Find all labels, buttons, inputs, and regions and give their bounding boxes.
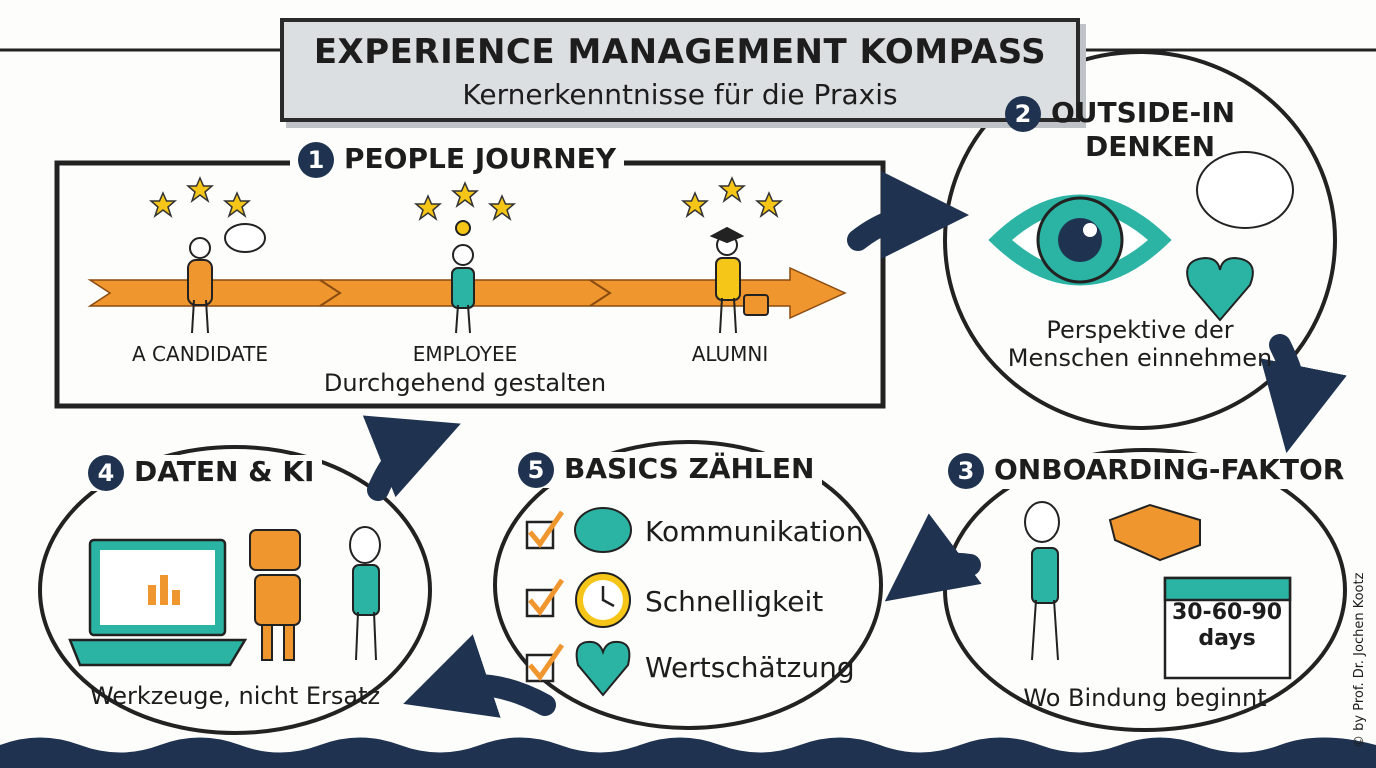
- basics-item-kommunikation: Kommunikation: [645, 515, 864, 548]
- section-number: 2: [1005, 96, 1041, 132]
- candidate-figure: [187, 223, 266, 334]
- onboarding-figure: [1024, 501, 1060, 661]
- basics-item-schnelligkeit: Schnelligkeit: [645, 585, 824, 618]
- laptop-icon: [68, 538, 248, 667]
- section-number: 3: [948, 453, 984, 489]
- outside-in-caption-1: Perspektive der: [1046, 316, 1234, 344]
- arrow-2-to-3: [1260, 334, 1347, 454]
- arrow-4-to-1: [362, 415, 461, 501]
- handshake-icon: [1108, 503, 1201, 562]
- basics-circle: [493, 440, 883, 730]
- section-title: ONBOARDING-FAKTOR: [994, 453, 1345, 486]
- people-journey-caption: Durchgehend gestalten: [323, 369, 607, 397]
- calendar-line2: days: [1198, 626, 1256, 651]
- calendar-icon: [1163, 576, 1292, 680]
- employee-figure: [451, 220, 475, 334]
- people-journey-heading: 1 PEOPLE JOURNEY: [290, 142, 625, 178]
- arrow-1-to-2: [847, 171, 969, 260]
- page-title: EXPERIENCE MANAGEMENT KOMPASS: [313, 32, 1047, 72]
- section-title: BASICS ZÄHLEN: [564, 452, 815, 485]
- arrow-3-to-5: [884, 513, 982, 602]
- outside-in-caption-2: Menschen einnehmen: [1007, 344, 1273, 372]
- section-number: 4: [88, 455, 124, 491]
- thought-bubble-icon: [1196, 151, 1294, 229]
- star-icons: [148, 176, 784, 222]
- checkbox-icons: [525, 510, 565, 683]
- stage-candidate: A CANDIDATE: [132, 342, 268, 366]
- alumni-figure: [709, 226, 769, 334]
- onboarding-heading: 3 ONBOARDING-FAKTOR: [940, 453, 1353, 489]
- daten-ki-circle: [38, 445, 432, 735]
- onboarding-caption: Wo Bindung beginnt: [1023, 684, 1267, 712]
- section-number: 5: [518, 452, 554, 488]
- section-number: 1: [298, 142, 334, 178]
- daten-ki-heading: 4 DATEN & KI: [80, 455, 323, 491]
- page-subtitle: Kernerkenntnisse für die Praxis: [462, 78, 898, 111]
- copyright: © by Prof. Dr. Jochen Kootz: [1352, 572, 1367, 748]
- chat-bubble-icon: [574, 507, 632, 553]
- stage-employee: EMPLOYEE: [412, 342, 518, 366]
- heart-icon: [1186, 256, 1254, 322]
- basics-heading: 5 BASICS ZÄHLEN: [510, 452, 823, 488]
- section-title: PEOPLE JOURNEY: [344, 142, 617, 175]
- robot-icon: [249, 529, 301, 661]
- wave-footer: [0, 737, 1376, 768]
- daten-ki-caption: Werkzeuge, nicht Ersatz: [89, 682, 381, 710]
- title-box: EXPERIENCE MANAGEMENT KOMPASS Kernerkenn…: [280, 18, 1080, 122]
- clock-icon: [575, 572, 631, 628]
- arrow-5-to-4: [403, 634, 556, 718]
- basics-item-wertschaetzung: Wertschätzung: [645, 651, 855, 684]
- stage-alumni: ALUMNI: [691, 342, 769, 366]
- outside-in-heading-line2: DENKEN: [1085, 130, 1216, 163]
- eye-icon: [988, 194, 1172, 286]
- person-figure: [349, 526, 381, 661]
- section-title: DATEN & KI: [134, 455, 315, 488]
- section-title: OUTSIDE-IN: [1051, 96, 1236, 129]
- heart-icon-basics: [575, 640, 631, 697]
- outside-in-heading: 2 OUTSIDE-IN: [1005, 96, 1235, 132]
- calendar-line1: 30-60-90: [1171, 600, 1283, 625]
